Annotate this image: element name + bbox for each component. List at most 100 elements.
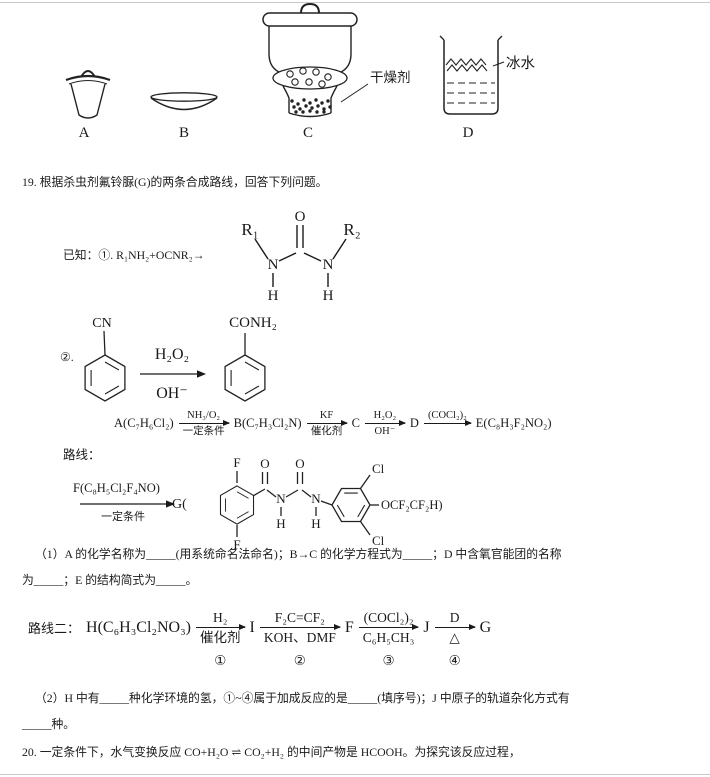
beaker-figure [439,35,505,115]
g-structure-bonds [236,471,379,537]
arrow-shaft [178,419,230,426]
desiccator-plate-holes [286,67,332,88]
q19-number: 19. [22,175,37,189]
compound-e: E(C₈H₃F₂NO₂) [475,416,552,430]
arrow-label-bottom: 一定条件 [182,426,225,437]
arrow-shaft [306,419,348,426]
nitrile-hydrolysis-scheme: ②. CN H₂O₂ OH⁻ CONH₂ [60,315,277,402]
evaporating-dish-figure [150,92,218,111]
arrow-shaft [434,623,476,630]
reaction-arrow: (COCl₂)₂ [423,409,472,438]
arrow-label-bottom: 催化剂 [310,426,343,437]
desiccant-label: 干燥剂 [370,70,411,85]
q20-stem: 20.一定条件下，水气变换反应 CO+H₂O ⇌ CO₂+H₂ 的中间产物是 H… [22,744,521,760]
step-number: ① [214,653,227,668]
arrow-label-top: NH₃/O₂ [187,410,221,421]
chlorine-atom: Cl [372,533,385,548]
hydrogen-atom: H [323,288,334,304]
step-number: ④ [448,653,461,668]
nitrogen-atom: N [268,257,279,273]
compound-a: A(C₇H₆Cl₂) [114,416,174,430]
arrow-label-bottom: 催化剂 [200,630,241,645]
q19-sub1-text1: （1）A 的化学名称为_____(用系统命名法命名)；B→C 的化学方程式为__… [35,547,562,561]
arrow-label-top: H₂ [213,610,228,625]
arrow-label-top: (COCl₂)₂ [363,610,414,625]
reaction-arrow: H₂O₂ OH⁻ [364,409,406,438]
urea-structure: R₁ R₂ O N N H H [241,209,360,304]
arrow-label-bottom [443,425,451,438]
fluorine-atom: F [233,537,240,552]
reaction-arrow: D △ ④ [434,609,476,668]
compound-j: J [423,618,430,636]
compound-f: F [344,618,354,636]
r2-group: R₂ [343,220,360,239]
hydrogen-atom: H [311,516,320,531]
amide-group: CONH₂ [229,315,277,331]
apparatus-label-b: B [179,125,189,141]
arrow-label-bottom: C₆H₅CH₃ [362,630,415,645]
hydrogen-atom: H [276,516,285,531]
known-2-label: ②. [60,350,74,364]
step-number: ③ [382,653,395,668]
tetrafluoroethoxy-group: OCF₂CF₂H) [381,498,443,512]
reaction-arrow: NH₃/O₂ 一定条件 [178,409,230,438]
benzene-ring [84,354,126,402]
nitrogen-atom: N [311,491,321,506]
arrowhead [197,370,206,378]
benzene-ring [224,354,266,402]
oxygen-atom: O [295,456,304,471]
lab-apparatus-figure: A B [65,2,535,141]
crucible-figure [65,70,111,119]
arrowhead [166,500,175,508]
step-number: ② [293,653,306,668]
reaction-arrow: KF 催化剂 [306,409,348,438]
reagent-bottom: OH⁻ [156,385,188,402]
ice-scribble [446,64,488,72]
route2-scheme: 路线二： H(C₆H₃Cl₂NO₃) H₂ 催化剂 ① I F₂C=CF₂ KO… [28,609,493,668]
q19-sub2-text2: _____种。 [22,717,76,731]
page-bottom-rule [0,774,710,775]
route-label: 路线： [63,447,101,462]
q20-stem-text: 一定条件下，水气变换反应 CO+H₂O ⇌ CO₂+H₂ 的中间产物是 HCOO… [39,745,521,759]
known-info-text: 已知：①. R₁NH₂+OCNR₂→ [63,248,205,262]
q19-stem-text: 根据杀虫剂氟铃脲(G)的两条合成路线，回答下列问题。 [39,175,328,189]
arrow-label-bottom: KOH、DMF [263,630,336,645]
ice-water-label: 冰水 [506,55,535,72]
desiccator-figure [262,2,369,118]
arrow-label-bottom: OH⁻ [374,426,396,437]
arrow-shaft [358,623,420,630]
r1-group: R₁ [241,220,258,239]
arrow-label-top: KF [319,410,334,421]
compound-h: H(C₆H₃Cl₂NO₃) [86,618,191,636]
q19-stem: 19.根据杀虫剂氟铃脲(G)的两条合成路线，回答下列问题。 [22,174,327,190]
compound-g: G [479,618,492,636]
compound-f: F(C₈H₅Cl₂F₄NO) [73,481,160,495]
arrow-condition: 一定条件 [101,509,145,523]
apparatus-label-c: C [303,125,313,141]
q19-sub1-line2: 为_____；E 的结构简式为_____。 [22,572,197,588]
oxygen-atom: O [260,456,269,471]
arrow-label-top: H₂O₂ [373,410,397,421]
known-info: 已知：①. R₁NH₂+OCNR₂→ [63,247,205,263]
desiccant-granules [290,98,332,114]
arrow-shaft [196,623,245,630]
route1-f-to-g-scheme: 路线： F(C₈H₅Cl₂F₄NO) 一定条件 G( F F O [63,447,443,552]
apparatus-label-a: A [79,125,90,141]
chlorine-atom: Cl [372,461,385,476]
benzene-ring [219,485,255,525]
oxygen-atom: O [295,209,306,225]
arrow-shaft [259,623,341,630]
apparatus-label-d: D [463,125,474,141]
nitrogen-atom: N [276,491,286,506]
page-top-rule [0,2,710,3]
hydrogen-atom: H [268,288,279,304]
q19-sub2-line2: _____种。 [22,716,75,732]
arrow-shaft [423,419,472,426]
q20-number: 20. [22,745,37,759]
ice-scribble [445,58,487,66]
reaction-arrow: H₂ 催化剂 ① [196,609,245,668]
compound-d: D [409,416,419,430]
q19-sub2-line1: （2）H 中有_____种化学环境的氢，①~④属于加成反应的是_____(填序号… [35,690,570,706]
compound-c: C [351,416,360,430]
